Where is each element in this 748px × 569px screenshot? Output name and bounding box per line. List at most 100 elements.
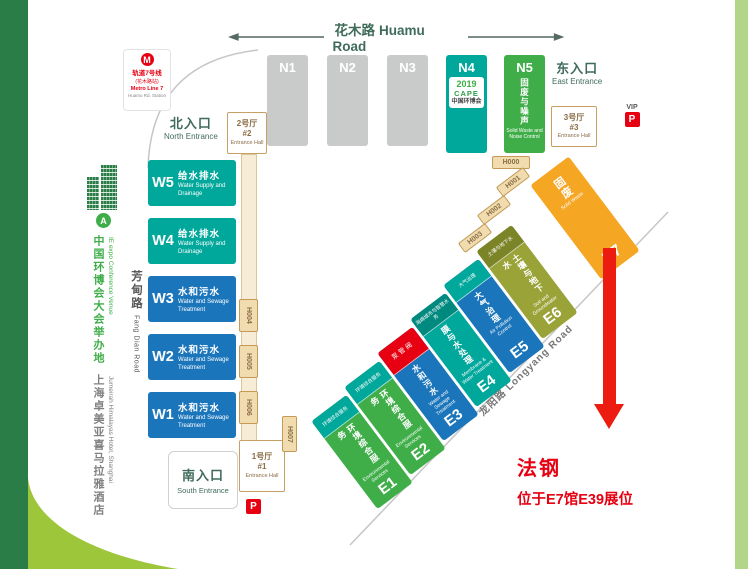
right-green-bar xyxy=(735,0,748,569)
entrance-hall-1-num: #1 xyxy=(257,462,267,472)
corridor-label-h000: H000 xyxy=(492,156,530,169)
logo-acronym: CAPE xyxy=(454,88,479,98)
logo-year: 2019 xyxy=(456,79,477,89)
hall-W5-name-zh: 给水排水 xyxy=(178,171,221,183)
hall-W2-name-zh: 水和污水 xyxy=(178,345,221,357)
south-entrance-zh: 南入口 xyxy=(181,468,224,483)
hall-E4-name-zh: 膜与水处理 xyxy=(438,323,476,367)
vip-label: VIP xyxy=(626,104,638,111)
expo-2019-cape-logo: 2019 CAPE 中国环博会 xyxy=(449,77,484,108)
company-name: 法钢 xyxy=(517,458,561,480)
south-entrance-box: 南入口 South Entrance xyxy=(168,451,238,509)
hall-N5-name-zh: 固废与噪声 xyxy=(519,78,530,126)
hall-W1-name-zh: 水和污水 xyxy=(178,403,221,415)
hall-E3-name-zh: 水和污水 xyxy=(409,361,441,399)
booth-arrow-icon xyxy=(594,248,624,429)
road-name-huamu-en: Huamu Road xyxy=(332,23,425,54)
hotel-name-en: Jumeirah Himalayas Hotel, Shanghai xyxy=(107,376,114,483)
entrance-hall-3-num: #3 xyxy=(569,122,579,132)
entrance-hall-2-box: 2号厅 #2 Entrance Hall xyxy=(227,112,267,154)
booth-location: 位于E7馆E39展位 xyxy=(517,492,634,508)
metro-station-zh: (花木路站) xyxy=(135,79,159,85)
booth-arrow-head xyxy=(594,404,624,429)
hall-N2: N2 xyxy=(327,55,368,146)
hall-W5-name-en: Water Supply and Drainage xyxy=(178,183,226,197)
entrance-hall-3-en: Entrance Hall xyxy=(557,133,591,140)
hall-E5-name-zh: 大气治理 xyxy=(471,289,503,326)
entrance-hall-2-num: #2 xyxy=(242,129,252,139)
hall-N5-name-en: Solid Waste and Noise Control xyxy=(506,127,543,140)
hall-W3-number: W3 xyxy=(152,291,174,307)
conference-venue-en: IE expo Conference Venue xyxy=(107,237,114,315)
logo-org: 中国环博会 xyxy=(451,99,482,106)
conference-venue-zh: 中国环博会大会举办地 xyxy=(92,235,104,365)
entrance-hall-2-en: Entrance Hall xyxy=(230,139,264,146)
corridor-label-h004: H004 xyxy=(239,299,258,332)
corridor-label-h007: H007 xyxy=(282,416,297,452)
hall-W2-name-en: Water and Sewage Treatment xyxy=(178,357,229,371)
north-entrance-en: North Entrance xyxy=(164,132,218,141)
hall-W2-number: W2 xyxy=(152,349,174,365)
road-name-huamu-zh: 花木路 xyxy=(334,23,375,38)
hall-W3-name-zh: 水和污水 xyxy=(178,287,221,299)
hall-N3-number: N3 xyxy=(399,60,416,75)
entrance-hall-1-zh: 1号厅 xyxy=(251,452,273,462)
hall-N4: N4 2019 CAPE 中国环博会 xyxy=(446,55,487,153)
hall-N5: N5 固废与噪声 Solid Waste and Noise Control xyxy=(504,55,545,153)
east-entrance-en: East Entrance xyxy=(552,77,603,86)
metro-line-zh: 轨道7号线 xyxy=(132,70,162,77)
metro-station-en: Huamu Rd. Station xyxy=(127,93,167,98)
fangdian-road-label: 芳甸路 Fang Dian Road xyxy=(128,270,144,372)
fangdian-road-en: Fang Dian Road xyxy=(132,314,140,373)
hall-N4-number: N4 xyxy=(458,60,475,75)
left-green-bar xyxy=(0,0,28,569)
buildings-icon xyxy=(87,177,99,210)
arrow-left-icon xyxy=(228,32,325,41)
hall-W4-name-en: Water Supply and Drainage xyxy=(178,241,226,255)
bottom-left-swoosh xyxy=(28,478,178,569)
hall-N3: N3 xyxy=(387,55,428,146)
hall-W4-name-zh: 给水排水 xyxy=(178,229,221,241)
hotel-name-zh: 上海卓美亚喜马拉雅酒店 xyxy=(92,374,104,517)
entrance-hall-1-box: 1号厅 #1 Entrance Hall xyxy=(239,440,285,492)
hall-N1-number: N1 xyxy=(279,60,296,75)
east-entrance-zh: 东入口 xyxy=(556,61,599,76)
booth-arrow-shaft xyxy=(602,248,616,404)
entrance-hall-3-box: 3号厅 #3 Entrance Hall xyxy=(551,106,597,147)
entrance-hall-3-zh: 3号厅 xyxy=(563,112,585,122)
north-entrance-label: 北入口 North Entrance xyxy=(164,113,218,141)
east-entrance-label: 东入口 East Entrance xyxy=(552,58,602,86)
metro-station-card: M 轨道7号线 (花木路站) Metro Line 7 Huamu Rd. St… xyxy=(123,49,171,111)
hall-W1-name-en: Water and Sewage Treatment xyxy=(178,415,229,429)
hall-N1: N1 xyxy=(267,55,308,146)
fangdian-road-zh: 芳甸路 xyxy=(130,270,142,311)
entrance-hall-1-en: Entrance Hall xyxy=(245,472,279,479)
hall-W5-number: W5 xyxy=(152,175,174,191)
hall-W3-name-en: Water and Sewage Treatment xyxy=(178,299,229,313)
corridor-label-h005: H005 xyxy=(239,345,258,378)
parking-icon-south: P xyxy=(246,499,261,514)
vip-parking: VIP P xyxy=(620,104,644,127)
booth-annotation: 法钢 位于E7馆E39展位 xyxy=(517,452,633,509)
entrance-hall-2-zh: 2号厅 xyxy=(236,119,258,129)
arrow-right-icon xyxy=(467,32,564,41)
hall-N2-number: N2 xyxy=(339,60,356,75)
parking-icon: P xyxy=(624,112,640,127)
metro-logo-icon: M xyxy=(140,53,154,66)
hall-W1-number: W1 xyxy=(152,407,174,423)
corridor-label-h006: H006 xyxy=(239,391,258,424)
hall-N5-number: N5 xyxy=(516,60,533,75)
